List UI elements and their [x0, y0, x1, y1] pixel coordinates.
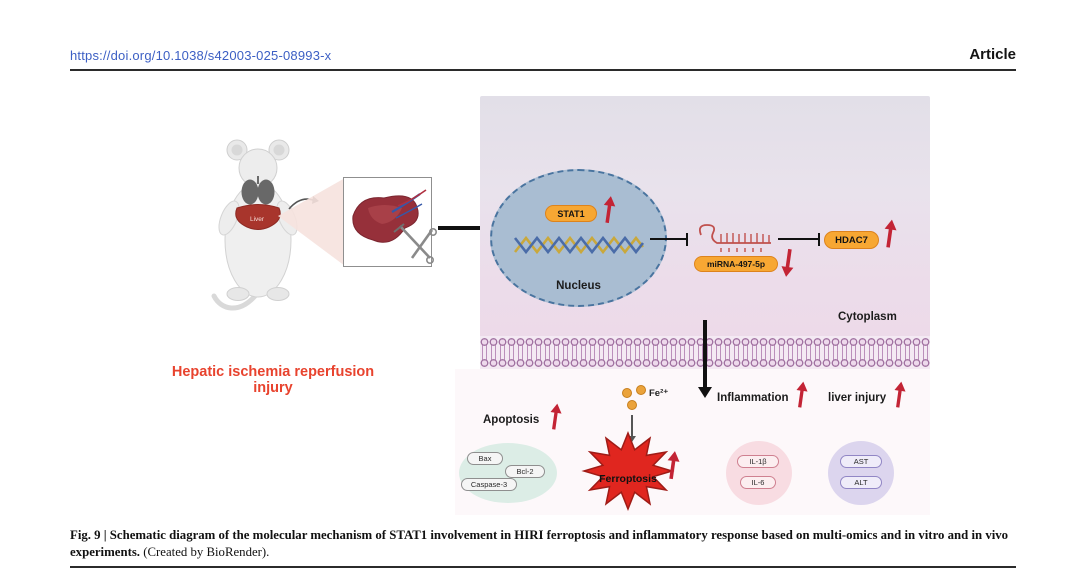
up-arrow-icon — [667, 451, 680, 480]
zoom-trapezoid — [278, 178, 345, 266]
bax-badge: Bax — [467, 452, 503, 465]
down-arrow-icon — [628, 415, 635, 442]
up-arrow-icon — [884, 219, 897, 248]
figure-caption: Fig. 9 | Schematic diagram of the molecu… — [70, 527, 1016, 561]
ferroptosis-star-icon — [581, 430, 675, 512]
fe-label: Fe²⁺ — [649, 388, 669, 399]
injury-title: Hepatic ischemia reperfusion injury — [171, 364, 375, 396]
liver-injury-blob — [828, 441, 894, 505]
up-arrow-icon — [603, 196, 616, 224]
stat1-badge: STAT1 — [545, 205, 597, 222]
up-arrow-icon — [796, 381, 808, 408]
alt-badge: ALT — [840, 476, 882, 489]
up-arrow-icon — [550, 403, 562, 430]
mouse-illustration: Liver — [211, 139, 298, 311]
caption-bold: Fig. 9 | Schematic diagram of the molecu… — [70, 528, 1009, 559]
ferroptosis-label: Ferroptosis — [599, 473, 657, 485]
cytoplasm-label: Cytoplasm — [838, 311, 897, 323]
il1b-badge: IL-1β — [737, 455, 779, 468]
ast-badge: AST — [840, 455, 882, 468]
right-arrow-icon — [438, 220, 492, 235]
inflammation-blob — [726, 441, 792, 505]
dna-icon — [513, 235, 645, 255]
header-divider — [70, 69, 1016, 71]
il6-badge: IL-6 — [740, 476, 776, 489]
iron-dot — [627, 400, 637, 410]
hepatic-artery — [397, 189, 427, 207]
mouse-lung-right — [257, 179, 275, 205]
inhibition-bar-icon — [650, 232, 689, 247]
mirna-structure-icon — [698, 224, 771, 252]
liver-zoom-box — [343, 177, 438, 267]
caspase3-badge: Caspase-3 — [461, 478, 517, 491]
article-label: Article — [969, 46, 1016, 63]
up-arrow-icon — [894, 381, 906, 408]
mirna-badge: miRNA-497-5p — [694, 256, 778, 272]
inflammation-title: Inflammation — [717, 392, 789, 404]
bcl2-badge: Bcl-2 — [505, 465, 545, 478]
footer-divider — [70, 566, 1016, 568]
doi-link[interactable]: https://doi.org/10.1038/s42003-025-08993… — [70, 48, 332, 63]
mouse-lung-left — [241, 179, 259, 205]
nucleus-label: Nucleus — [556, 280, 601, 292]
clamped-liver-illustration — [352, 189, 438, 265]
down-arrow-icon — [697, 320, 712, 398]
inhibition-bar-icon — [778, 232, 821, 247]
apoptosis-title: Apoptosis — [483, 414, 540, 426]
iron-dot — [622, 388, 632, 398]
hdac7-badge: HDAC7 — [824, 231, 879, 249]
down-arrow-icon — [781, 248, 794, 277]
mouse-liver — [235, 204, 281, 230]
iron-dot — [636, 385, 646, 395]
mouse-tail — [211, 293, 258, 311]
mouse-liver-label: Liver — [250, 216, 265, 223]
caption-regular: (Created by BioRender). — [140, 544, 270, 559]
liver-injury-title: liver injury — [828, 392, 887, 404]
surgical-clamp-icon — [399, 225, 431, 259]
